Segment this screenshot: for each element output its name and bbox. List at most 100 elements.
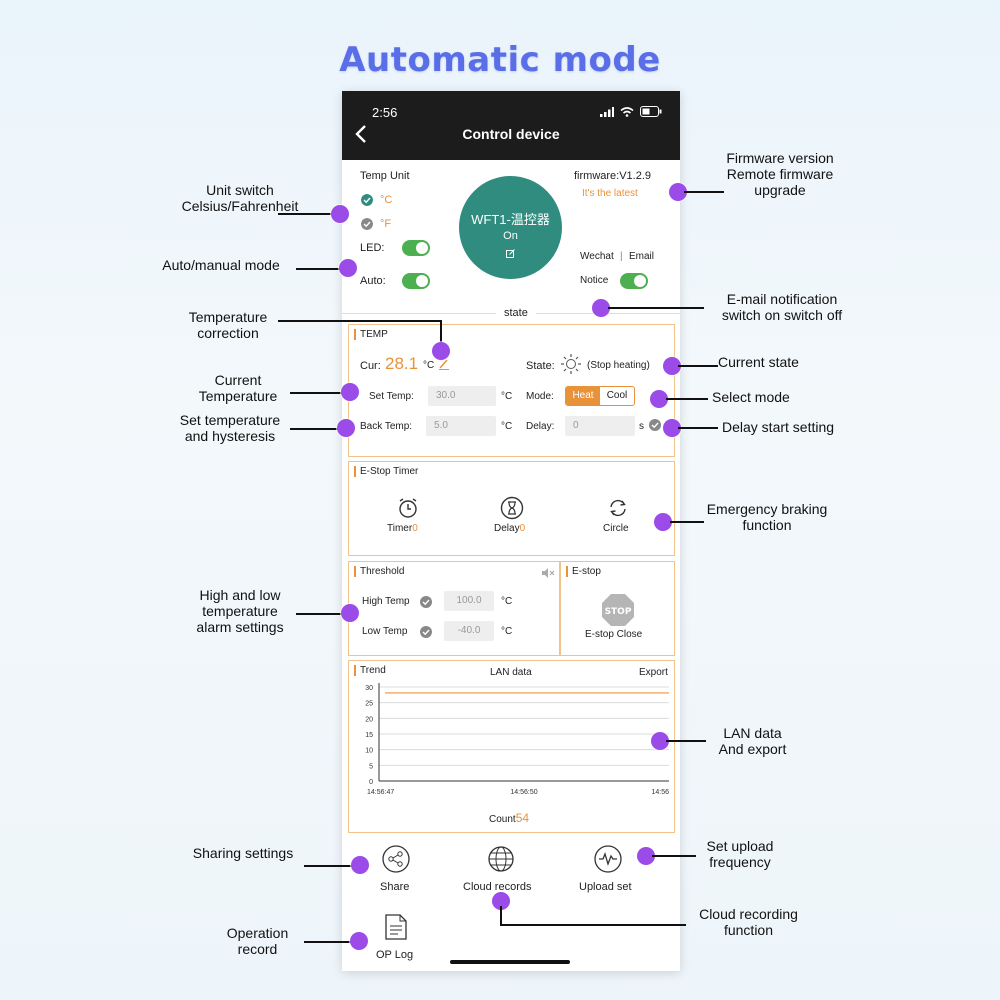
annotation-dot [651, 732, 669, 750]
annotation-dot [339, 259, 357, 277]
annotation-emergency: Emergency braking function [692, 501, 842, 533]
high-temp-check-icon[interactable] [420, 596, 432, 608]
annotation-emergency-text: Emergency braking function [706, 501, 828, 533]
annotation-line [278, 213, 340, 215]
fahrenheit-option[interactable]: °F [380, 218, 392, 230]
annotation-current-state-text: Current state [718, 354, 799, 370]
annotation-cloud-rec: Cloud recording function [676, 906, 821, 938]
annotation-dot [341, 383, 359, 401]
high-temp-input[interactable]: 100.0 [444, 591, 494, 611]
led-toggle[interactable] [402, 240, 430, 256]
edit-icon[interactable] [506, 249, 515, 258]
wechat-option[interactable]: Wechat [580, 251, 614, 262]
state-value: (Stop heating) [587, 360, 650, 371]
threshold-title: Threshold [354, 566, 404, 577]
device-status-circle[interactable]: WFT1-温控器 On [459, 176, 562, 279]
home-indicator [450, 960, 570, 964]
annotation-select-mode: Select mode [712, 389, 812, 405]
mode-cool-button[interactable]: Cool [606, 390, 628, 401]
email-option[interactable]: Email [629, 251, 655, 262]
celsius-check-icon[interactable] [361, 194, 373, 206]
count-value: 54 [515, 811, 530, 825]
hourglass-icon[interactable] [500, 496, 524, 520]
document-icon[interactable] [385, 914, 407, 940]
annotation-current-state: Current state [718, 354, 828, 370]
op-log-label[interactable]: OP Log [376, 949, 414, 961]
firmware-version: firmware:V1.2.9 [574, 170, 652, 182]
temp-panel-title: TEMP [354, 329, 388, 340]
state-label: State: [526, 360, 555, 372]
delay-unit: s [639, 421, 644, 432]
low-temp-check-icon[interactable] [420, 626, 432, 638]
delay-mode-label[interactable]: Delay [494, 523, 520, 534]
firmware-status[interactable]: It's the latest [582, 188, 638, 199]
wifi-icon [620, 106, 634, 117]
set-temp-input[interactable]: 30.0 [428, 386, 496, 406]
mode-heat-button[interactable]: Heat [566, 387, 600, 405]
annotation-line [678, 365, 718, 367]
annotation-line [500, 924, 686, 926]
count-label: Count [489, 814, 516, 825]
annotation-dot [663, 419, 681, 437]
back-temp-input[interactable]: 5.0 [426, 416, 496, 436]
high-temp-label: High Temp [362, 596, 410, 607]
correction-edit-icon[interactable] [439, 358, 449, 370]
annotation-dot [592, 299, 610, 317]
mode-label: Mode: [526, 391, 554, 402]
back-temp-label: Back Temp: [360, 421, 413, 432]
device-power-state: On [503, 230, 518, 242]
back-temp-unit: °C [501, 421, 513, 432]
delay-check-icon[interactable] [649, 419, 661, 431]
annotation-sharing: Sharing settings [178, 845, 308, 861]
chart-y-tick-label: 30 [365, 685, 373, 692]
back-arrow-icon[interactable] [352, 123, 372, 145]
annotation-set-temp-text: Set temperature and hysteresis [179, 412, 281, 444]
notice-toggle[interactable] [620, 273, 648, 289]
circle-refresh-icon[interactable] [607, 497, 629, 519]
annotation-upload-freq: Set upload frequency [690, 838, 790, 870]
annotation-auto-manual-text: Auto/manual mode [162, 257, 280, 273]
cloud-records-label[interactable]: Cloud records [463, 881, 532, 893]
annotation-line [296, 268, 340, 270]
annotation-auto-manual: Auto/manual mode [146, 257, 296, 273]
annotation-line [666, 398, 708, 400]
timer-label[interactable]: Timer [387, 523, 413, 534]
delay-item: Delay0 [494, 523, 525, 534]
high-temp-unit: °C [501, 596, 513, 607]
annotation-line [290, 428, 342, 430]
annotation-temp-correction: Temperature correction [158, 309, 298, 341]
signal-icon [600, 106, 614, 117]
cloud-globe-icon[interactable] [486, 844, 516, 874]
stop-sign-icon[interactable]: STOP [601, 593, 635, 627]
delay-count: 0 [519, 523, 526, 534]
annotation-firmware-text: Firmware version Remote firmware upgrade [726, 150, 834, 198]
annotation-delay-start-text: Delay start setting [722, 419, 835, 435]
chart-y-tick-label: 0 [369, 779, 373, 786]
count-item: Count54 [489, 811, 529, 825]
mute-icon[interactable] [541, 567, 555, 579]
estop-title: E-stop [566, 566, 601, 577]
low-temp-input[interactable]: -40.0 [444, 621, 494, 641]
chart-x-tick-label: 14:56:47 [367, 789, 394, 796]
export-button[interactable]: Export [639, 667, 668, 678]
share-label[interactable]: Share [380, 881, 410, 893]
lan-data-label[interactable]: LAN data [490, 667, 532, 678]
auto-toggle[interactable] [402, 273, 430, 289]
annotation-line [670, 521, 704, 523]
trend-title: Trend [354, 665, 386, 676]
threshold-panel: Threshold High Temp 100.0 °C Low Temp -4… [348, 561, 560, 656]
annotation-dot [650, 390, 668, 408]
annotation-line [684, 191, 724, 193]
delay-input[interactable]: 0 [565, 416, 635, 436]
chart-y-tick-label: 25 [365, 701, 373, 708]
annotation-dot [654, 513, 672, 531]
share-icon[interactable] [382, 845, 410, 873]
upload-wave-icon[interactable] [594, 845, 622, 873]
fahrenheit-check-icon[interactable] [361, 218, 373, 230]
upload-set-label[interactable]: Upload set [579, 881, 632, 893]
alarm-clock-icon[interactable] [397, 497, 419, 519]
celsius-option[interactable]: °C [380, 194, 393, 206]
circle-label[interactable]: Circle [603, 523, 629, 534]
battery-icon [640, 106, 662, 117]
